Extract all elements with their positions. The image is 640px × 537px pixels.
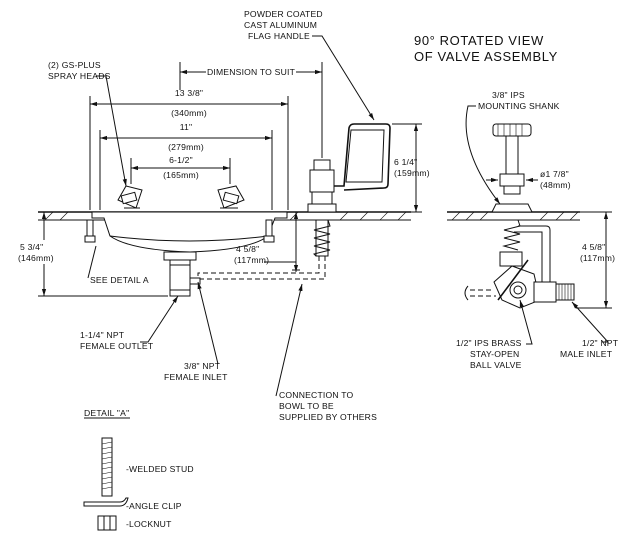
svg-text:11": 11" <box>180 122 193 132</box>
svg-text:(146mm): (146mm) <box>18 253 54 263</box>
angle-clip <box>83 497 129 507</box>
svg-text:SPRAY HEADS: SPRAY HEADS <box>48 71 111 81</box>
male-inlet-thread <box>555 283 575 301</box>
svg-text:(117mm): (117mm) <box>234 255 269 265</box>
dimension-to-suit: DIMENSION TO SUIT <box>179 62 323 158</box>
label-locknut: -LOCKNUT <box>126 519 172 529</box>
welded-stud <box>101 437 113 497</box>
svg-text:1/2" IPS BRASS: 1/2" IPS BRASS <box>456 338 522 348</box>
svg-text:SUPPLIED BY OTHERS: SUPPLIED BY OTHERS <box>279 412 377 422</box>
drain-flange <box>163 251 197 261</box>
main-view: 13 3/8" (340mm) 11" (279mm) 6-1/2" (165m… <box>16 9 430 422</box>
rotated-valve-assembly <box>464 219 575 309</box>
dimension-handle-height: 6 1/4" (159mm) <box>392 123 430 213</box>
supply-piping <box>190 256 326 285</box>
label-male-inlet: 1/2" NPT MALE INLET <box>560 301 619 359</box>
svg-text:BALL VALVE: BALL VALVE <box>470 360 522 370</box>
svg-text:(48mm): (48mm) <box>540 180 571 190</box>
svg-text:(165mm): (165mm) <box>163 170 199 180</box>
rotated-counter-hatch <box>451 211 579 221</box>
spray-head-right <box>217 185 245 209</box>
svg-text:ø1 7/8": ø1 7/8" <box>540 169 569 179</box>
svg-text:SEE DETAIL A: SEE DETAIL A <box>90 275 149 285</box>
svg-text:(117mm): (117mm) <box>580 253 615 263</box>
dimension-below-deck: 4 5/8" (117mm) <box>234 212 300 272</box>
label-female-inlet: 3/8" NPT FEMALE INLET <box>164 281 228 382</box>
svg-text:(159mm): (159mm) <box>394 168 430 178</box>
locknut <box>97 515 117 531</box>
svg-text:1-1/4" NPT: 1-1/4" NPT <box>80 330 125 340</box>
label-welded-stud: -WELDED STUD <box>126 464 194 474</box>
svg-text:MOUNTING SHANK: MOUNTING SHANK <box>478 101 560 111</box>
rotated-valve-view: ø1 7/8" (48mm) 4 5/8" (117mm) 3/8" IPS M… <box>447 90 619 370</box>
dimension-bowl-width: 13 3/8" (340mm) <box>89 88 289 210</box>
svg-text:FLAG HANDLE: FLAG HANDLE <box>248 31 310 41</box>
svg-text:6 1/4": 6 1/4" <box>394 157 417 167</box>
title-line-2: OF VALVE ASSEMBLY <box>414 49 558 64</box>
svg-text:4 5/8": 4 5/8" <box>236 244 259 254</box>
svg-text:DIMENSION TO SUIT: DIMENSION TO SUIT <box>207 67 296 77</box>
svg-text:3/8" IPS: 3/8" IPS <box>492 90 525 100</box>
detail-a: DETAIL "A" -WELDED STUD -ANGLE CLIP -LOC… <box>83 408 194 531</box>
mounting-stud-left <box>84 219 96 243</box>
label-mounting-shank: 3/8" IPS MOUNTING SHANK <box>465 90 560 205</box>
label-see-detail-a: SEE DETAIL A <box>87 245 149 285</box>
valve-body <box>307 159 337 257</box>
mounting-stud-right <box>263 219 275 243</box>
dimension-valve-below-deck: 4 5/8" (117mm) <box>574 211 615 309</box>
svg-text:1/2" NPT: 1/2" NPT <box>582 338 619 348</box>
dimension-inner-width: 11" (279mm) <box>99 122 273 210</box>
svg-text:6-1/2": 6-1/2" <box>169 155 193 165</box>
svg-text:3/8" NPT: 3/8" NPT <box>184 361 221 371</box>
svg-text:13 3/8": 13 3/8" <box>175 88 203 98</box>
svg-text:MALE INLET: MALE INLET <box>560 349 613 359</box>
svg-text:(340mm): (340mm) <box>171 108 207 118</box>
label-spray-heads: (2) GS-PLUS SPRAY HEADS <box>48 60 127 187</box>
label-flag-handle: POWDER COATED CAST ALUMINUM FLAG HANDLE <box>244 9 375 121</box>
label-connection: CONNECTION TO BOWL TO BE SUPPLIED BY OTH… <box>275 283 377 422</box>
dimension-spray-spacing: 6-1/2" (165mm) <box>130 155 231 184</box>
title-line-1: 90° ROTATED VIEW <box>414 33 544 48</box>
label-ball-valve: 1/2" IPS BRASS STAY-OPEN BALL VALVE <box>456 299 533 370</box>
dimension-valve-diameter: ø1 7/8" (48mm) <box>486 169 571 190</box>
svg-text:BOWL TO BE: BOWL TO BE <box>279 401 334 411</box>
rotated-view-title: 90° ROTATED VIEW OF VALVE ASSEMBLY <box>414 33 558 64</box>
detail-a-title: DETAIL "A" <box>84 408 129 418</box>
svg-text:(2) GS-PLUS: (2) GS-PLUS <box>48 60 101 70</box>
rotated-valve-knob <box>491 123 533 213</box>
svg-text:FEMALE OUTLET: FEMALE OUTLET <box>80 341 154 351</box>
svg-text:4 5/8": 4 5/8" <box>582 242 605 252</box>
svg-text:STAY-OPEN: STAY-OPEN <box>470 349 519 359</box>
bowl <box>91 211 288 297</box>
spray-head-left <box>117 185 143 209</box>
svg-text:5 3/4": 5 3/4" <box>20 242 43 252</box>
svg-text:FEMALE INLET: FEMALE INLET <box>164 372 228 382</box>
dimension-bowl-depth: 5 3/4" (146mm) <box>16 212 168 297</box>
label-angle-clip: -ANGLE CLIP <box>126 501 182 511</box>
svg-text:POWDER COATED: POWDER COATED <box>244 9 323 19</box>
label-female-outlet: 1-1/4" NPT FEMALE OUTLET <box>80 295 179 351</box>
svg-text:CAST ALUMINUM: CAST ALUMINUM <box>244 20 317 30</box>
flag-handle <box>334 123 391 191</box>
svg-text:CONNECTION TO: CONNECTION TO <box>279 390 353 400</box>
svg-text:(279mm): (279mm) <box>168 142 204 152</box>
